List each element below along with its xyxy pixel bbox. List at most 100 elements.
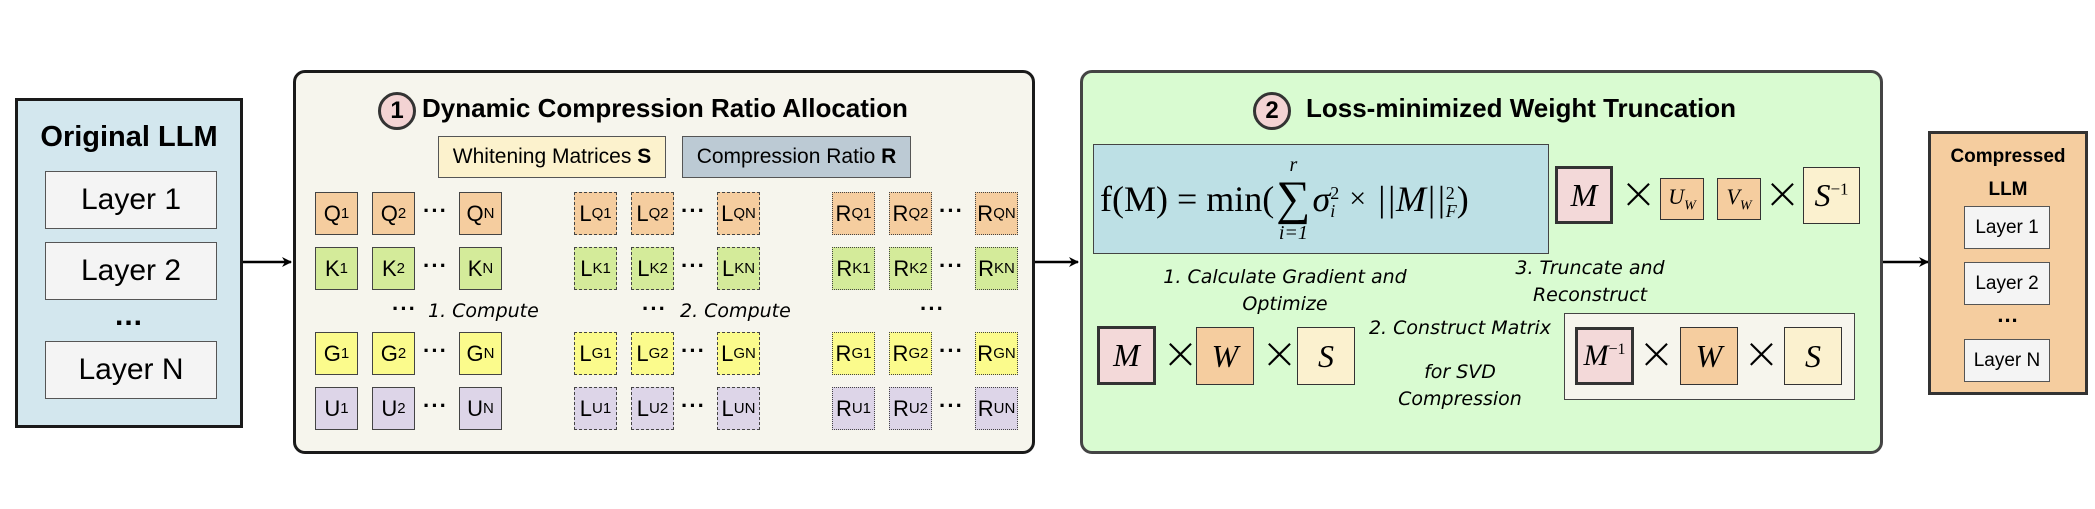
ellipsis: ··· bbox=[423, 198, 448, 223]
compression-ratio-box: Compression Ratio R bbox=[682, 136, 911, 178]
layer-label: Layer 2 bbox=[80, 254, 182, 287]
ellipsis: ··· bbox=[939, 338, 964, 363]
layer-ellipsis: ... bbox=[1997, 302, 2019, 327]
ellipsis: ··· bbox=[423, 338, 448, 363]
formula-close: ) bbox=[1456, 179, 1469, 219]
ellipsis: ··· bbox=[681, 338, 706, 363]
step3-truncate-label: 3. Truncate and Reconstruct bbox=[1515, 257, 1665, 306]
row-ellipsis-ratios: ··· bbox=[920, 296, 945, 321]
ellipsis: ··· bbox=[423, 253, 448, 278]
compressed-layer-2: Layer 2 bbox=[1964, 262, 2050, 305]
step1-compute-label: 1. Compute bbox=[428, 300, 539, 322]
ellipsis: ··· bbox=[939, 393, 964, 418]
layer-label: Layer 1 bbox=[80, 183, 182, 216]
matrix-m-inverse: M−1 bbox=[1575, 327, 1634, 385]
formula-times: × bbox=[1349, 182, 1367, 215]
matrix-s-bottom: S bbox=[1297, 327, 1355, 385]
section2-number-badge: 2 bbox=[1253, 92, 1291, 130]
matrix-vw: VW bbox=[1717, 178, 1761, 220]
ellipsis: ··· bbox=[681, 393, 706, 418]
layer-label: Layer 2 bbox=[1975, 272, 2039, 294]
matrix-s-inverse: S−1 bbox=[1803, 167, 1860, 224]
formula-lhs: f(M) = min( bbox=[1100, 179, 1275, 219]
times-icon: × bbox=[1261, 328, 1298, 379]
row-ellipsis-losses: ··· bbox=[642, 296, 667, 321]
section1-number-badge: 1 bbox=[378, 92, 416, 130]
whitening-matrices-box: Whitening Matrices S bbox=[438, 136, 666, 178]
ellipsis: ··· bbox=[423, 393, 448, 418]
ellipsis: ··· bbox=[681, 198, 706, 223]
layer-label: Layer 1 bbox=[1975, 216, 2039, 238]
matrix-uw: UW bbox=[1660, 178, 1704, 220]
matrix-w-bottom: W bbox=[1196, 327, 1254, 385]
row-ellipsis-inputs: ··· bbox=[392, 296, 417, 321]
step1-gradient-label: 1. Calculate Gradient and Optimize bbox=[1163, 266, 1407, 315]
times-icon: × bbox=[1620, 168, 1657, 219]
ellipsis: ··· bbox=[939, 253, 964, 278]
times-icon: × bbox=[1638, 328, 1675, 379]
compressed-llm-title: Compressed LLM bbox=[1950, 146, 2066, 200]
times-icon: × bbox=[1764, 168, 1801, 219]
original-layer-n: Layer N bbox=[45, 341, 217, 399]
ellipsis: ··· bbox=[681, 253, 706, 278]
original-llm-panel: Original LLM Layer 1 Layer 2 ... Layer N bbox=[15, 98, 243, 428]
compressed-llm-panel: Compressed LLM Layer 1 Layer 2 ... Layer… bbox=[1928, 131, 2088, 395]
matrix-m-bottom: M bbox=[1097, 326, 1156, 385]
matrix-m-top: M bbox=[1555, 166, 1613, 224]
original-llm-title: Original LLM bbox=[40, 121, 218, 153]
formula-sum: r ∑ i=1 bbox=[1276, 154, 1311, 244]
original-layer-2: Layer 2 bbox=[45, 242, 217, 300]
times-icon: × bbox=[1162, 328, 1199, 379]
step2-construct-label: 2. Construct Matrix for SVD Compression bbox=[1368, 317, 1552, 410]
original-layer-1: Layer 1 bbox=[45, 171, 217, 229]
layer-label: Layer N bbox=[1973, 349, 2041, 371]
section1-title: Dynamic Compression Ratio Allocation bbox=[422, 93, 908, 123]
layer-label: Layer N bbox=[78, 353, 184, 386]
compressed-layer-1: Layer 1 bbox=[1964, 206, 2050, 249]
layer-ellipsis: ... bbox=[114, 299, 143, 332]
compressed-layer-n: Layer N bbox=[1964, 339, 2050, 382]
section2-title: Loss-minimized Weight Truncation bbox=[1306, 93, 1736, 123]
ellipsis: ··· bbox=[939, 198, 964, 223]
times-icon: × bbox=[1743, 328, 1780, 379]
